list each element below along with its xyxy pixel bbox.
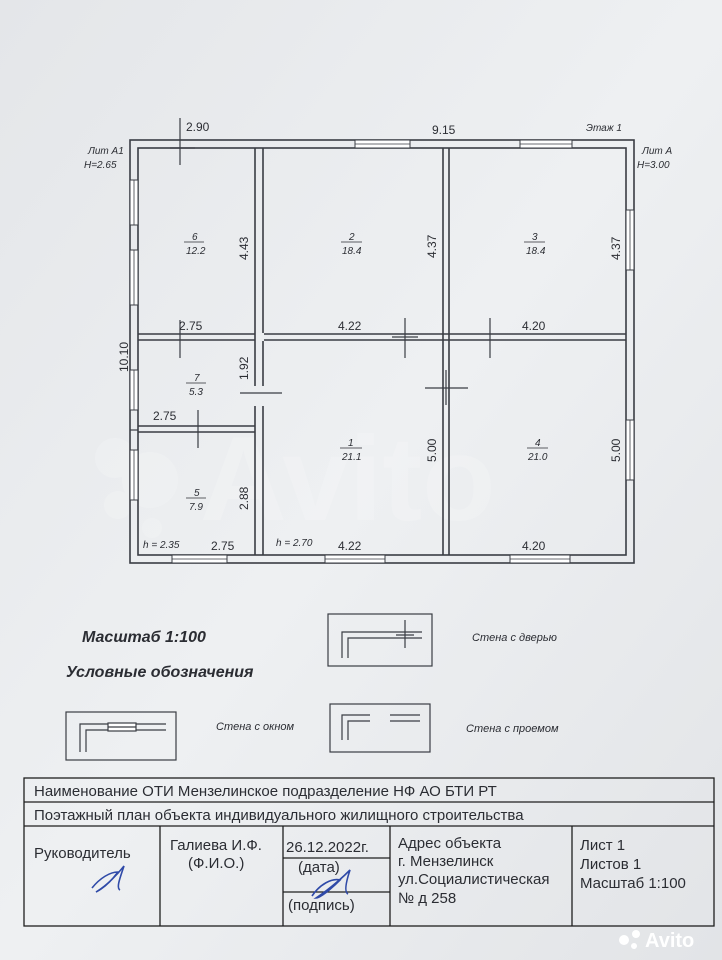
room-number: 2 <box>348 232 355 243</box>
stamp-sheet: Лист 1 <box>580 837 625 854</box>
dim-room4-h: 5.00 <box>609 438 623 462</box>
room-number: 4 <box>535 438 541 449</box>
stamp-sheets: Листов 1 <box>580 856 641 873</box>
dim-left-total: 10.10 <box>117 342 131 372</box>
room-number: 7 <box>194 373 200 384</box>
room-labels: 6 12.2 2 18.4 3 18.4 7 5.3 1 21.1 4 21.0… <box>184 232 548 513</box>
room-area: 21.0 <box>527 452 548 463</box>
stamp-date-label: (дата) <box>298 859 340 876</box>
h-mid-label: h = 2.70 <box>276 538 313 549</box>
stamp-plan-row: Поэтажный план объекта индивидуального ж… <box>34 807 524 824</box>
dim-bottom-mid: 4.22 <box>338 539 362 553</box>
stamp-head: Руководитель <box>34 845 131 862</box>
room-area: 18.4 <box>526 246 546 257</box>
legend-door-symbol <box>327 613 433 667</box>
dim-room3-h: 4.37 <box>609 236 623 260</box>
dim-bottom-left: 2.75 <box>211 539 235 553</box>
floor-label: Этаж 1 <box>586 123 622 134</box>
legend-window-label: Стена с окном <box>216 721 294 733</box>
legend-opening-label: Стена с проемом <box>466 723 559 735</box>
dim-room5-w-top: 2.75 <box>153 409 177 423</box>
lit-a1-label: Лит А1 <box>87 146 124 157</box>
stamp-oti-row: Наименование ОТИ Мензелинское подразделе… <box>34 783 497 800</box>
stamp-addr-house: № д 258 <box>398 890 456 907</box>
title-block <box>23 777 715 927</box>
door-markers <box>130 118 491 448</box>
stamp-fio: (Ф.И.О.) <box>188 855 244 872</box>
h-a1-label: H=2.65 <box>84 160 117 171</box>
room-area: 12.2 <box>186 246 206 257</box>
legend-opening-symbol <box>329 703 431 753</box>
legend-window-symbol <box>65 711 177 761</box>
room-area: 18.4 <box>342 246 362 257</box>
scale-label: Масштаб 1:100 <box>82 629 206 646</box>
room-number: 1 <box>348 438 354 449</box>
legend-door-label: Стена с дверью <box>472 632 557 644</box>
room-area: 7.9 <box>189 502 203 513</box>
stamp-date: 26.12.2022г. <box>286 839 369 856</box>
dim-room7-w: 2.75 <box>179 319 203 333</box>
dim-room2-h: 4.37 <box>425 234 439 258</box>
room-area: 5.3 <box>189 387 203 398</box>
dim-top-left: 2.90 <box>186 120 210 134</box>
dim-room5-h: 2.88 <box>237 486 251 510</box>
dim-room6-h: 4.43 <box>237 236 251 260</box>
stamp-addr-city: г. Мензелинск <box>398 853 494 870</box>
dim-room7-h: 1.92 <box>237 356 251 380</box>
stamp-addr-street: ул.Социалистическая <box>398 871 549 888</box>
room-number: 5 <box>194 488 200 499</box>
room-number: 3 <box>532 232 538 243</box>
avito-logo: Avito <box>619 930 694 952</box>
room-number: 6 <box>192 232 198 243</box>
dim-room2-w: 4.22 <box>338 319 362 333</box>
legend-title: Условные обозначения <box>66 664 254 681</box>
lit-a-label: Лит А <box>641 146 673 157</box>
stamp-sign-label: (подпись) <box>288 897 355 914</box>
dim-room1-h: 5.00 <box>425 438 439 462</box>
stamp-addr-title: Адрес объекта <box>398 835 502 852</box>
dim-room3-w: 4.20 <box>522 319 546 333</box>
signature <box>91 865 351 899</box>
h-a-label: H=3.00 <box>637 160 670 171</box>
stamp-name: Галиева И.Ф. <box>170 837 262 854</box>
watermark-text: Avito <box>200 412 496 546</box>
room-area: 21.1 <box>341 452 361 463</box>
dim-top-total: 9.15 <box>432 123 456 137</box>
h-left-label: h = 2.35 <box>143 540 180 551</box>
dim-bottom-right: 4.20 <box>522 539 546 553</box>
stamp-scale: Масштаб 1:100 <box>580 875 686 892</box>
avito-logo-text: Avito <box>645 930 694 952</box>
